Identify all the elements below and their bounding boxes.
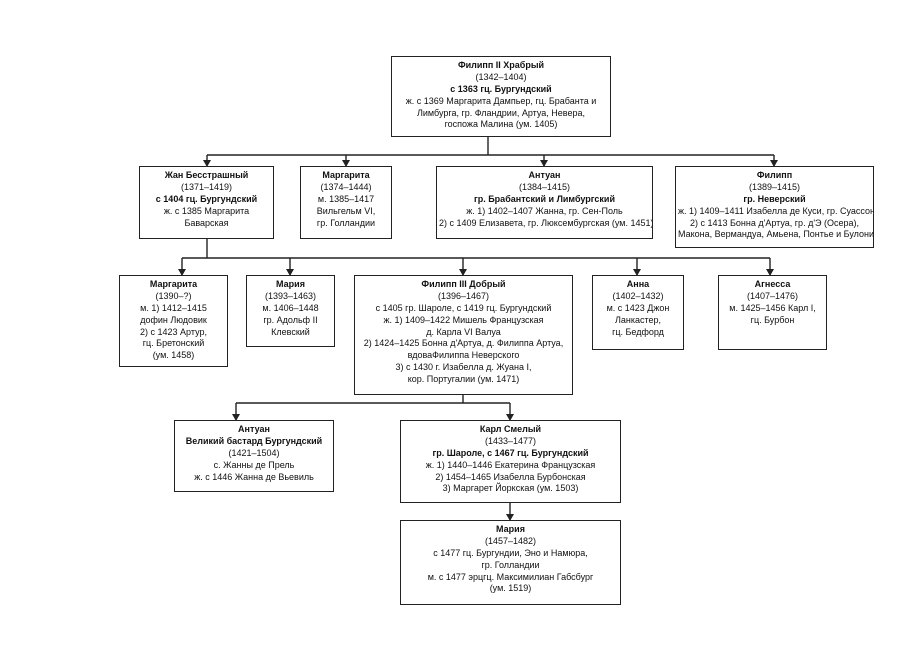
text-line: 2) 1454–1465 Изабелла Бурбонская [435,471,586,482]
text-line: (1384–1415) [518,181,571,192]
text-line: (1390–?) [155,290,192,301]
text-line: Лимбурга, гр. Фландрии, Артуа, Невера, [417,107,585,118]
text-line: м. 1406–1448 [262,302,319,313]
text-line: Маргарита [149,279,198,289]
text-line: Мария [496,524,525,534]
text-line: гр. Неверский [743,193,806,204]
text-line: Маргарита [322,170,370,180]
text-line: Макона, Вермандуа, Амьена, Понтье и Було… [678,229,874,240]
person-antoine-brabant: Антуан(1384–1415)гр. Брабантский и Лимбу… [436,166,653,239]
text-line: ж. 1) 1409–1411 Изабелла де Куси, гр. Су… [678,205,874,216]
text-line: 2) с 1423 Артур, [140,326,207,337]
text-line: Агнесса [754,279,791,289]
text-line: ж. 1) 1409–1422 Мишель Французская [383,314,544,325]
text-line: Великий бастард Бургундский [185,435,323,446]
text-line: Баварская [184,217,229,228]
text-line: (1407–1476) [746,290,799,301]
text-line: гр. Голландии [316,217,376,228]
text-line: Филипп [756,170,793,180]
text-line: м. с 1423 Джон [606,302,670,313]
text-line: (ум. 1458) [152,350,195,361]
text-line: с 1477 гц. Бургундии, Эно и Намюра, [433,547,588,558]
text-line: гр. Голландии [481,559,540,570]
text-line: Жан Бесстрашный [164,170,249,180]
text-line: 2) с 1413 Бонна д'Артуа, гр. д'Э (Осера)… [689,217,860,228]
text-line: Ланкастер, [614,314,662,325]
text-line: вдоваФилиппа Неверского [407,350,520,361]
text-line: м. 1) 1412–1415 [140,302,207,313]
text-line: Вильгельм VI, [316,205,376,216]
text-line: Клевский [271,326,310,337]
text-line: Филипп II Храбрый [457,60,545,70]
text-line: (1393–1463) [264,290,317,301]
text-line: 3) с 1430 г. Изабелла д. Жуана I, [395,362,532,373]
person-agnes: Агнесса(1407–1476)м. 1425–1456 Карл I,гц… [718,275,827,350]
text-line: гр. Брабантский и Лимбургский [473,193,616,204]
text-line: м. 1385–1417 [317,193,375,204]
text-line: ж. с 1385 Маргарита [163,205,250,216]
text-line: Антуан [238,424,270,434]
text-line: (1457–1482) [484,535,537,546]
text-line: (1421–1504) [228,447,280,458]
person-philip-iii: Филипп III Добрый(1396–1467)с 1405 гр. Ш… [354,275,573,395]
person-jean-fearless: Жан Бесстрашный(1371–1419)с 1404 гц. Бур… [139,166,274,239]
text-line: ж. 1) 1402–1407 Жанна, гр. Сен-Поль [466,205,623,216]
text-line: д. Карла VI Валуа [426,326,501,337]
text-line: дофин Людовик [140,314,207,325]
text-line: ж. с 1369 Маргарита Дампьер, гц. Брабант… [405,95,597,106]
text-line: (1374–1444) [320,181,372,192]
text-line: гр. Шароле, с 1467 гц. Бургундский [432,447,589,458]
text-line: с 1404 гц. Бургундский [155,193,258,204]
text-line: (1433–1477) [484,435,537,446]
text-line: гц. Бурбон [750,314,795,325]
text-line: гр. Адольф II [263,314,318,325]
text-line: Карл Смелый [479,424,542,434]
text-line: 2) с 1409 Елизавета, гр. Люксембургская … [439,217,653,228]
text-line: гц. Бедфорд [612,326,664,337]
person-philip-ii: Филипп II Храбрый(1342–1404)с 1363 гц. Б… [391,56,611,137]
text-line: Мария [276,279,305,289]
text-line: м. 1425–1456 Карл I, [729,302,816,313]
text-line: (1371–1419) [180,181,233,192]
text-line: 3) Маргарет Йоркская (ум. 1503) [442,483,579,494]
text-line: гц. Бретонский [142,338,205,349]
text-line: кор. Португалии (ум. 1471) [407,374,520,384]
text-line: с. Жанны де Прель [213,459,295,470]
text-line: (1402–1432) [612,290,664,301]
text-line: ж. с 1446 Жанна де Вьевиль [194,471,314,482]
text-line: с 1363 гц. Бургундский [450,83,552,94]
text-line: Анна [626,279,650,289]
text-line: (1389–1415) [748,181,801,192]
text-line: госпожа Малина (ум. 1405) [444,119,558,130]
text-line: (1342–1404) [475,71,527,82]
text-line: Филипп III Добрый [421,279,506,289]
text-line: с 1405 гр. Шароле, с 1419 гц. Бургундски… [375,302,552,313]
text-line: ж. 1) 1440–1446 Екатерина Французская [425,459,596,470]
text-line: 2) 1424–1425 Бонна д'Артуа, д. Филиппа А… [363,338,564,349]
text-line: (1396–1467) [437,290,490,301]
text-line: (ум. 1519) [489,583,532,594]
text-line: м. с 1477 эрцгц. Максимилиан Габсбург [427,571,594,582]
person-charles-bold: Карл Смелый(1433–1477)гр. Шароле, с 1467… [400,420,621,503]
person-maria-1457: Мария(1457–1482)с 1477 гц. Бургундии, Эн… [400,520,621,605]
text-line: Антуан [528,170,561,180]
